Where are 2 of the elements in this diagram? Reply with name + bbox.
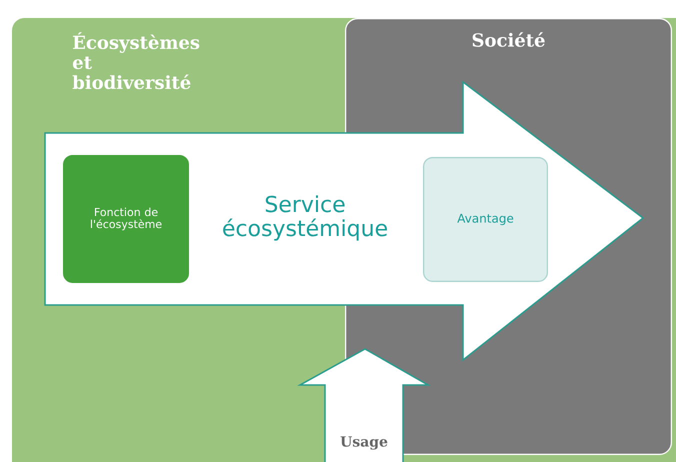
function-box: Fonction de l'écosystème <box>63 155 189 283</box>
benefit-box: Avantage <box>423 157 548 282</box>
